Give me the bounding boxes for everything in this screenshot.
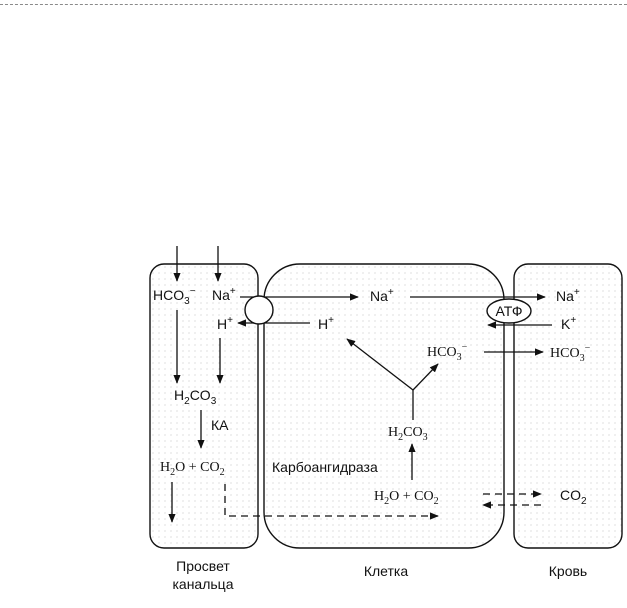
blood-co2-label: CO2 (560, 487, 587, 507)
na-h-exchanger (244, 295, 274, 325)
lumen-caption-line1: Просвет (176, 558, 230, 574)
atp-label: АТФ (496, 303, 523, 319)
blood-hco3-label: HCO3− (550, 343, 591, 364)
lumen-na-label: Na+ (212, 286, 236, 303)
cell-na-label: Na+ (370, 287, 394, 304)
lumen-water-co2-label: H2O + CO2 (160, 460, 225, 478)
blood-na-label: Na+ (556, 287, 580, 304)
blood-compartment (513, 263, 623, 549)
blood-k-label: K+ (561, 315, 576, 332)
cell-h-label: H+ (318, 315, 334, 332)
carbonic-anhydrase-abbrev: КА (211, 417, 229, 433)
cell-caption: Клетка (364, 563, 408, 579)
cell-h2co3-label: H2CO3 (388, 425, 428, 443)
lumen-h2co3-label: H2CO3 (174, 387, 217, 407)
cell-water-co2-label: H2O + CO2 (374, 489, 439, 507)
blood-caption: Кровь (549, 563, 587, 579)
cell-compartment (263, 263, 505, 549)
h2co3-to-h-arrow (346, 338, 414, 391)
lumen-caption-line2: канальца (172, 576, 233, 592)
top-dashed-rule (0, 4, 627, 5)
lumen-hco3-label: HCO3− (153, 286, 196, 307)
cell-hco3-label: HCO3− (427, 342, 468, 363)
h2co3-to-hco3-arrow (412, 363, 439, 391)
carbonic-anhydrase-label: Карбоангидраза (272, 459, 378, 475)
co2-diffusion-arrow (224, 484, 439, 520)
lumen-compartment (149, 263, 259, 549)
na-k-atpase (486, 298, 532, 324)
lumen-h-label: H+ (217, 315, 233, 332)
